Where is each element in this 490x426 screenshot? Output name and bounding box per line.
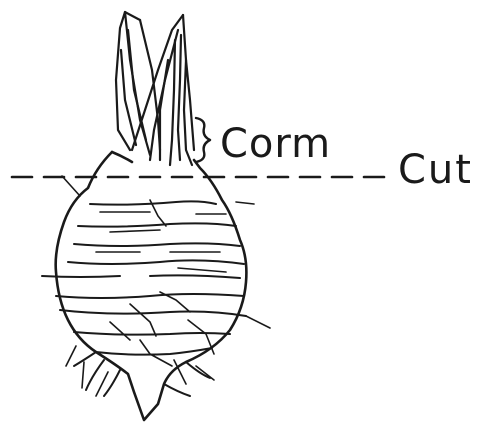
cut-label: Cut bbox=[398, 150, 473, 190]
corm-body bbox=[56, 152, 247, 420]
corm-fibres bbox=[62, 176, 270, 396]
leaf-shoots bbox=[116, 12, 194, 165]
corm-label: Corm bbox=[220, 124, 331, 164]
corm-rings bbox=[42, 201, 246, 354]
corm-bracket bbox=[196, 118, 210, 162]
corm-roots bbox=[74, 352, 210, 396]
